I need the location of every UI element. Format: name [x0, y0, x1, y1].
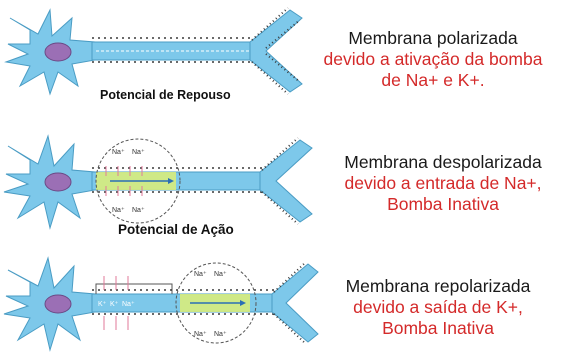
panel-action-potential: Na⁺ Na⁺ Na⁺ Na⁺ Potencial de Ação Membra… [0, 118, 564, 248]
repolarized-bracket [95, 283, 173, 294]
caption-line-2: devido a ativação da bomba [323, 49, 543, 69]
nucleus [44, 294, 72, 314]
ion-label: K⁺ [98, 301, 107, 308]
caption-line-2: devido a saída de K+, [353, 297, 523, 317]
nucleus [44, 172, 72, 192]
caption-repolarized: Membrana repolarizada devido a saída de … [312, 276, 564, 339]
zoom-circle [95, 138, 181, 224]
ion-label: Na⁺ [194, 331, 207, 338]
ion-label: Na⁺ [112, 207, 125, 214]
caption-polarized: Membrana polarizada devido a ativação da… [302, 28, 564, 91]
zoom-circle [175, 262, 257, 344]
ion-label: Na⁺ [132, 149, 145, 156]
caption-line-1: Membrana despolarizada [344, 152, 542, 172]
caption-line-2: devido a entrada de Na+, [344, 173, 542, 193]
caption-line-3: Bomba Inativa [382, 318, 494, 338]
ion-label: Na⁺ [214, 271, 227, 278]
caption-line-1: Membrana repolarizada [345, 276, 531, 296]
caption-line-3: de Na+ e K+. [381, 70, 485, 90]
axon [91, 7, 303, 95]
caption-line-1: Membrana polarizada [348, 28, 518, 48]
ion-flow-arrows [105, 166, 143, 196]
ion-label: Na⁺ [132, 207, 145, 214]
neuron-repolarization-diagram: K⁺ K⁺ Na⁺ Na⁺ Na⁺ Na⁺ Na⁺ [3, 256, 319, 352]
resting-potential-label: Potencial de Repouso [100, 88, 231, 102]
k-outflow-arrows [103, 276, 129, 330]
ion-label: Na⁺ [214, 331, 227, 338]
neuron-action-diagram: Na⁺ Na⁺ Na⁺ Na⁺ [3, 134, 313, 230]
ion-label: K⁺ [110, 301, 119, 308]
ion-label: Na⁺ [112, 149, 125, 156]
panel-resting-potential: Potencial de Repouso Membrana polarizada… [0, 0, 564, 118]
neuron-resting-diagram [4, 7, 303, 96]
caption-depolarized: Membrana despolarizada devido a entrada … [322, 152, 564, 215]
panel-repolarization: K⁺ K⁺ Na⁺ Na⁺ Na⁺ Na⁺ Na⁺ Membrana repol… [0, 248, 564, 356]
action-potential-label: Potencial de Ação [118, 222, 234, 237]
ion-label: Na⁺ [194, 271, 207, 278]
nucleus [44, 42, 72, 62]
ion-label: Na⁺ [122, 301, 135, 308]
caption-line-3: Bomba Inativa [387, 194, 499, 214]
